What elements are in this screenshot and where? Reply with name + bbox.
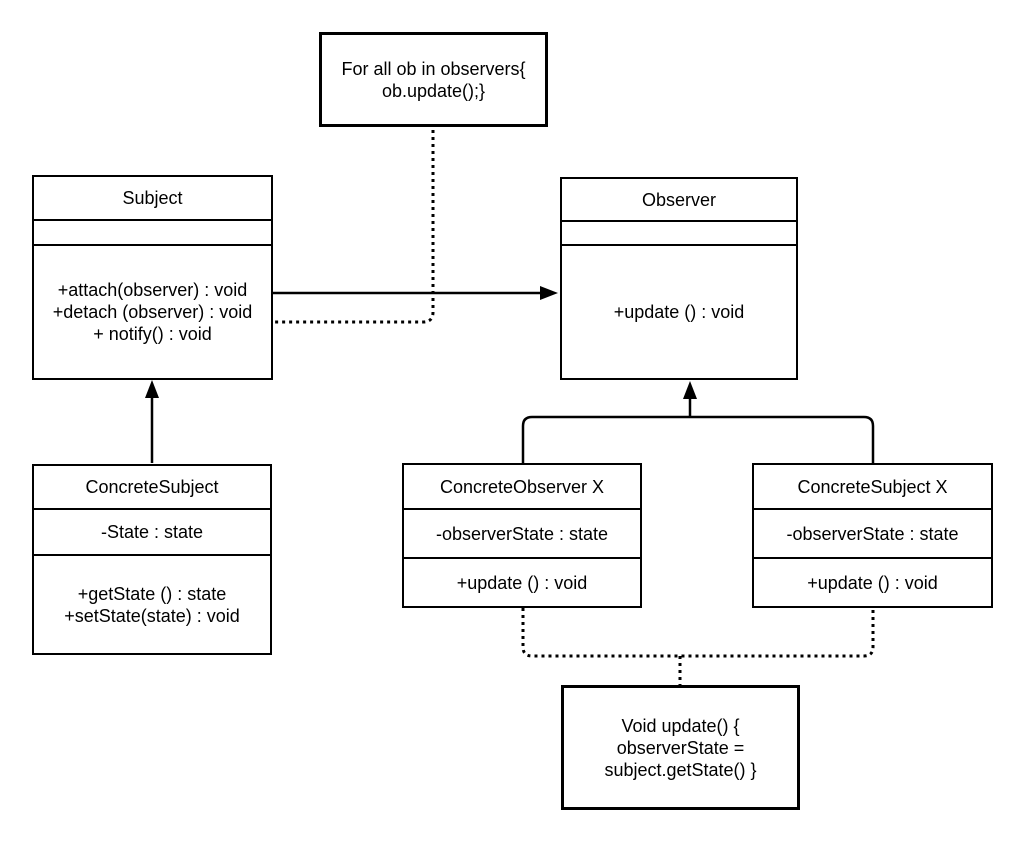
- method-label: +detach (observer) : void: [52, 302, 253, 322]
- note-text-line: subject.getState() }: [604, 759, 757, 780]
- class-observer-attributes: [562, 222, 796, 246]
- note-text-line: ob.update();}: [381, 80, 486, 101]
- class-concrete-observer-x-attributes: -observerState : state: [404, 510, 640, 559]
- association-arrowhead-icon: [540, 286, 558, 300]
- class-concrete-observer-x[interactable]: ConcreteObserver X -observerState : stat…: [402, 463, 642, 608]
- class-concrete-observer-x-methods: +update () : void: [404, 559, 640, 606]
- note-link-top-dotted-line: [274, 130, 435, 324]
- method-label: +update () : void: [456, 572, 588, 593]
- class-concrete-subject-x-attributes: -observerState : state: [754, 510, 991, 559]
- class-subject-name: Subject: [34, 177, 271, 221]
- generalization-observer-arrowhead-icon: [683, 381, 697, 399]
- method-label: +update () : void: [807, 572, 938, 593]
- method-label: + notify() : void: [93, 324, 212, 344]
- class-observer-name: Observer: [562, 179, 796, 222]
- note-for-all-observers[interactable]: For all ob in observers{ ob.update();}: [319, 32, 548, 127]
- note-text-line: observerState =: [616, 737, 745, 758]
- class-observer[interactable]: Observer +update () : void: [560, 177, 798, 380]
- class-concrete-subject-name: ConcreteSubject: [34, 466, 270, 510]
- class-concrete-subject-attributes: -State : state: [34, 510, 270, 556]
- method-label: +attach(observer) : void: [57, 280, 248, 300]
- method-label: +setState(state) : void: [64, 605, 240, 626]
- class-observer-methods: +update () : void: [562, 246, 796, 378]
- class-subject[interactable]: Subject +attach(observer) : void +detach…: [32, 175, 273, 380]
- attribute-label: -State : state: [100, 522, 204, 542]
- note-link-bottom-dotted-line: [521, 608, 875, 658]
- class-concrete-subject-x-name: ConcreteSubject X: [754, 465, 991, 510]
- attribute-label: -observerState : state: [786, 523, 959, 544]
- class-subject-methods: +attach(observer) : void +detach (observ…: [34, 246, 271, 378]
- note-text-line: Void update() {: [621, 715, 740, 736]
- class-concrete-subject-methods: +getState () : state +setState(state) : …: [34, 556, 270, 653]
- class-concrete-observer-x-name: ConcreteObserver X: [404, 465, 640, 510]
- generalization-merged-line: [521, 415, 875, 463]
- generalization-arrowhead-icon: [145, 380, 159, 398]
- note-text-line: For all ob in observers{: [341, 58, 526, 79]
- class-concrete-subject-x-methods: +update () : void: [754, 559, 991, 606]
- class-subject-attributes: [34, 221, 271, 246]
- method-label: +getState () : state: [77, 583, 227, 604]
- method-label: +update () : void: [613, 302, 745, 322]
- attribute-label: -observerState : state: [435, 523, 609, 544]
- class-concrete-subject-x[interactable]: ConcreteSubject X -observerState : state…: [752, 463, 993, 608]
- class-concrete-subject[interactable]: ConcreteSubject -State : state +getState…: [32, 464, 272, 655]
- note-update-implementation[interactable]: Void update() { observerState = subject.…: [561, 685, 800, 810]
